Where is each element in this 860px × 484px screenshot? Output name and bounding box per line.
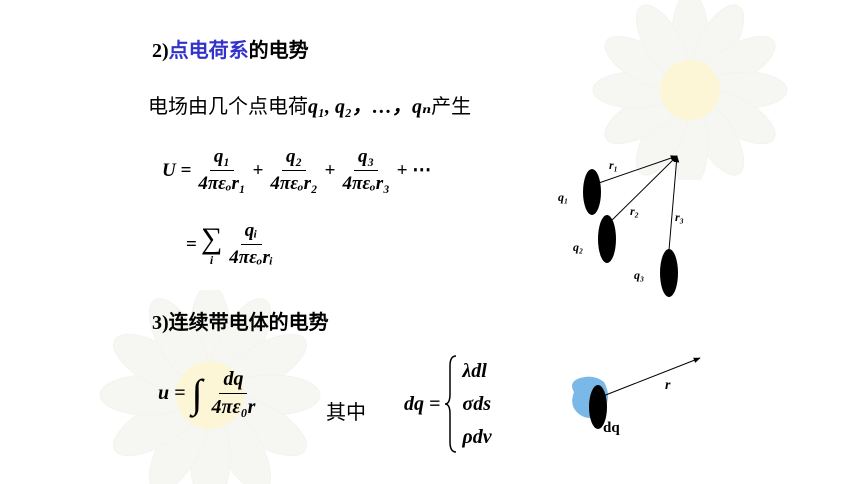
section-3-number: 3) (152, 312, 169, 334)
label-r1: r₁ (609, 158, 618, 172)
dq-lhs: dq = (404, 392, 441, 415)
point-charges-diagram (583, 155, 680, 297)
section-2-number: 2) (152, 40, 169, 62)
case-line-charge: λdl (462, 359, 487, 382)
dq-definition: dq = λdl σds ρdv (404, 354, 492, 454)
case-volume-charge: ρdv (462, 425, 492, 448)
plus-sign: + (324, 159, 336, 181)
integral-symbol: ∫ (191, 371, 203, 416)
section-3-title: 连续带电体的电势 (168, 310, 329, 334)
plus-sign: + (252, 159, 264, 181)
section-3-heading: 3)连续带电体的电势 (152, 306, 329, 335)
label-r3: r₃ (675, 210, 684, 224)
among-text: 其中 (326, 400, 366, 424)
tail-ellipsis: + ⋯ (396, 160, 432, 181)
charge-q3 (660, 249, 678, 297)
intro-charges: q₁, q₂，…，qₙ (308, 96, 432, 118)
section-2-title-rest: 的电势 (248, 38, 309, 62)
formula-lhs-U: U = (162, 159, 192, 181)
summation: ∑ i (200, 221, 223, 267)
daisy-background-bottom (99, 290, 321, 484)
label-r: r (665, 378, 671, 393)
charge-q2 (598, 215, 616, 263)
label-q2: q₂ (573, 240, 584, 254)
left-brace (445, 355, 457, 453)
equals-sign: = (186, 233, 197, 255)
formula-lhs-u: u = (158, 382, 186, 404)
label-r2: r₂ (630, 204, 639, 218)
label-q3: q₃ (634, 268, 645, 282)
case-surface-charge: σds (462, 392, 491, 415)
daisy-background-top (592, 0, 788, 180)
charge-q1 (583, 169, 601, 215)
charge-element-dq (589, 385, 607, 429)
section-2-title-highlight: 点电荷系 (168, 38, 249, 62)
charge-element-diagram (572, 357, 701, 429)
intro-text: 电场由几个点电荷q₁, q₂，…，qₙ产生 (148, 90, 471, 119)
r2-vector (606, 155, 678, 226)
label-q1: q₁ (558, 190, 569, 204)
sum-index: i (209, 252, 214, 267)
r-vector (597, 357, 701, 399)
dq-cases: λdl σds ρdv (462, 355, 491, 454)
r1-vector (592, 155, 678, 186)
intro-prefix: 电场由几个点电荷 (148, 94, 308, 118)
section-2-heading: 2)点电荷系的电势 (152, 34, 309, 63)
label-dq: dq (603, 420, 620, 436)
sigma-symbol: ∑ (200, 221, 223, 255)
r3-vector (668, 155, 680, 251)
intro-suffix: 产生 (431, 94, 472, 118)
